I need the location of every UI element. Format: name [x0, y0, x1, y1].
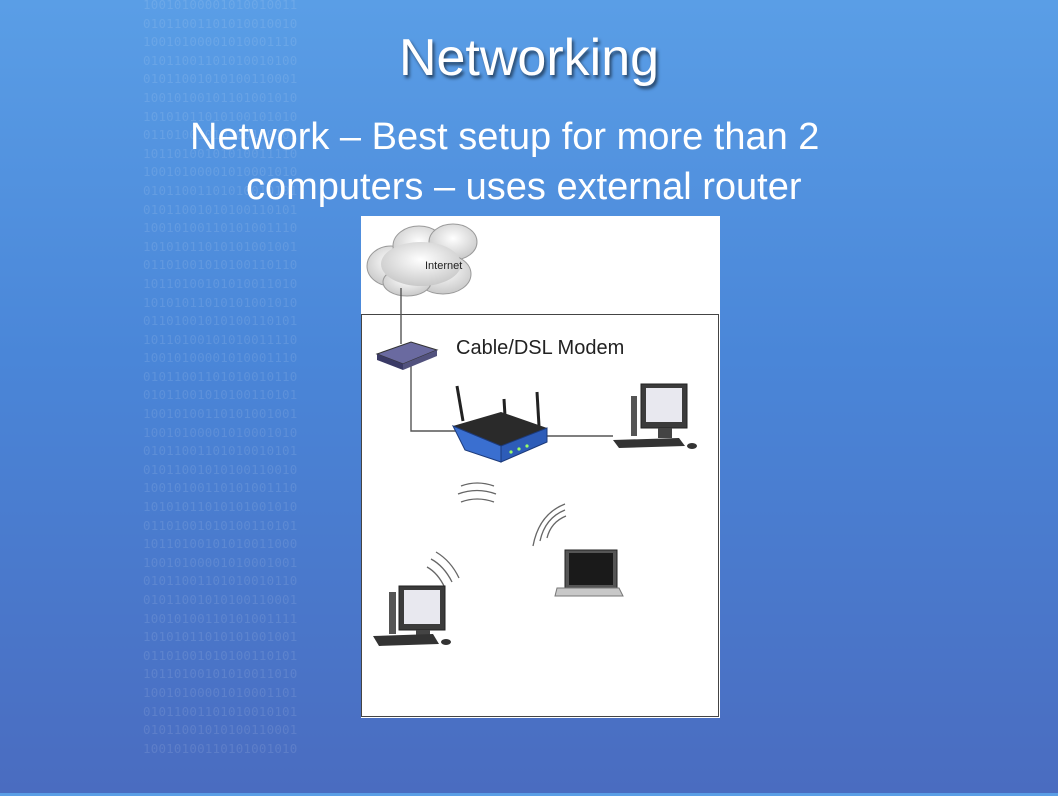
network-diagram-svg: [361, 223, 719, 717]
laptop-wifi-waves-icon: [532, 503, 567, 547]
modem-icon: [375, 341, 439, 370]
desktop-computer-left-icon: [373, 585, 451, 646]
bullet-line-1: Network – Best setup for more than 2: [190, 116, 820, 158]
network-boundary-box: [361, 314, 719, 717]
network-diagram: Internet Cable/DSL Modem: [361, 216, 720, 718]
slide-title: Networking: [398, 29, 660, 87]
router-wifi-waves-icon: [457, 482, 497, 503]
internet-cloud-icon: [366, 223, 478, 297]
laptop-computer-icon: [554, 549, 624, 597]
connection-lines: [400, 288, 613, 437]
internet-label: Internet: [425, 260, 463, 272]
binary-pattern-decoration: 10010100001010010011 0101100110101001001…: [143, 0, 298, 756]
desktop-computer-right-icon: [613, 383, 697, 449]
slide-bullet: Network – Best setup for more than 2 com…: [190, 112, 950, 212]
modem-label: Cable/DSL Modem: [456, 337, 625, 359]
bullet-line-2: computers – uses external router: [246, 166, 802, 208]
desktop-wifi-waves-icon: [426, 551, 460, 589]
router-icon: [451, 385, 548, 463]
